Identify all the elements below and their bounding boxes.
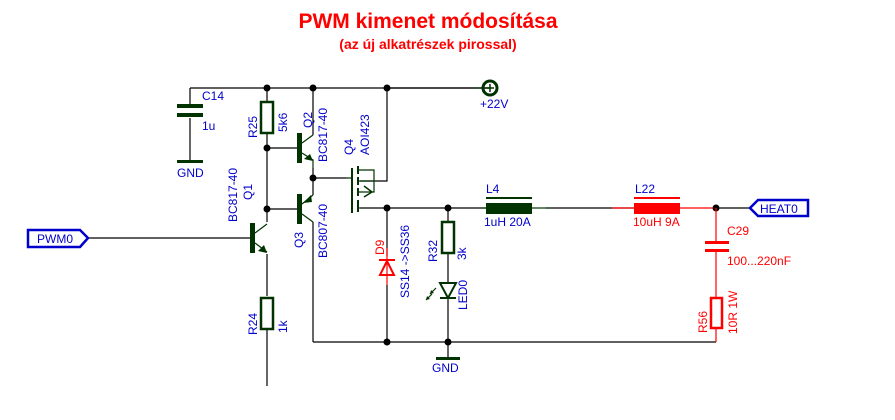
ground-bottom: GND (432, 357, 460, 375)
capacitor-c14: C14 1u GND (177, 89, 224, 180)
gnd-label-2: GND (432, 361, 459, 375)
junction-dot (383, 204, 391, 212)
r32-value: 3k (455, 246, 469, 260)
junction-dot (309, 174, 317, 182)
r32-ref: R32 (426, 240, 440, 262)
q3-ref: Q3 (292, 232, 306, 248)
mosfet-q4: Q4 AOI423 (342, 114, 375, 213)
pwm0-label: PWM0 (37, 232, 73, 246)
port-heat0[interactable]: HEAT0 (748, 198, 810, 218)
r24-value: 1k (276, 319, 290, 333)
resistor-r24: R24 1k (246, 296, 290, 335)
q1-value: BC817-40 (226, 168, 240, 222)
gnd-label-1: GND (177, 166, 204, 180)
junction-dot (263, 205, 271, 213)
junction-dot (383, 338, 391, 346)
led-led0: LED0 (425, 280, 470, 310)
r56-ref: R56 (696, 311, 710, 333)
resistor-r56: R56 10R 1W (696, 268, 740, 342)
q2-value: BC817-40 (316, 108, 330, 162)
r25-value: 5k6 (276, 112, 290, 132)
l22-value: 10uH 9A (633, 215, 680, 229)
r25-ref: R25 (246, 116, 260, 138)
transistor-q3: Q3 BC807-40 (292, 194, 330, 258)
supply-label: +22V (480, 97, 508, 111)
junction-dot (444, 204, 452, 212)
resistor-r32: R32 3k (426, 220, 469, 262)
d9-ref: D9 (373, 239, 387, 255)
junction-dot (383, 84, 391, 92)
inductor-l4: L4 1uH 20A (480, 182, 548, 229)
schematic-title: PWM kimenet módosítása (298, 10, 558, 33)
d9-value: SS14 ->SS36 (398, 225, 412, 298)
heat0-label: HEAT0 (760, 202, 798, 216)
led0-ref: LED0 (456, 280, 470, 310)
supply-22v: +22V (476, 79, 508, 111)
q4-value: AOI423 (358, 114, 372, 155)
transistor-q2: Q2 BC817-40 (297, 108, 330, 168)
junction-dot (444, 338, 452, 346)
resistor-r25: R25 5k6 (246, 100, 290, 138)
ground-icon (436, 357, 460, 360)
power-supply-icon (481, 79, 499, 97)
q4-ref: Q4 (342, 139, 356, 155)
schematic-subtitle: (az új alkatrészek pirossal) (339, 36, 517, 52)
junctions (263, 84, 720, 346)
q1-ref: Q1 (241, 184, 255, 200)
c29-ref: C29 (727, 224, 749, 238)
inductor-l22: L22 10uH 9A (612, 182, 713, 229)
r24-ref: R24 (246, 313, 260, 335)
diode-d9: D9 SS14 ->SS36 (373, 225, 412, 298)
c14-value: 1u (202, 119, 215, 133)
q2-ref: Q2 (301, 112, 315, 128)
ground-icon (177, 160, 203, 163)
junction-dot (263, 84, 271, 92)
capacitor-c29: C29 100...220nF (705, 208, 791, 268)
q3-value: BC807-40 (316, 204, 330, 258)
l22-ref: L22 (635, 182, 655, 196)
junction-dot (309, 84, 317, 92)
c14-ref: C14 (202, 89, 224, 103)
r56-value: 10R 1W (726, 290, 740, 334)
junction-dot (263, 144, 271, 152)
l4-value: 1uH 20A (484, 215, 531, 229)
c29-value: 100...220nF (727, 254, 791, 268)
transistor-q1: BC817-40 Q1 (226, 168, 268, 253)
wires (88, 87, 750, 386)
l4-ref: L4 (486, 182, 500, 196)
port-pwm0[interactable]: PWM0 (26, 228, 90, 249)
